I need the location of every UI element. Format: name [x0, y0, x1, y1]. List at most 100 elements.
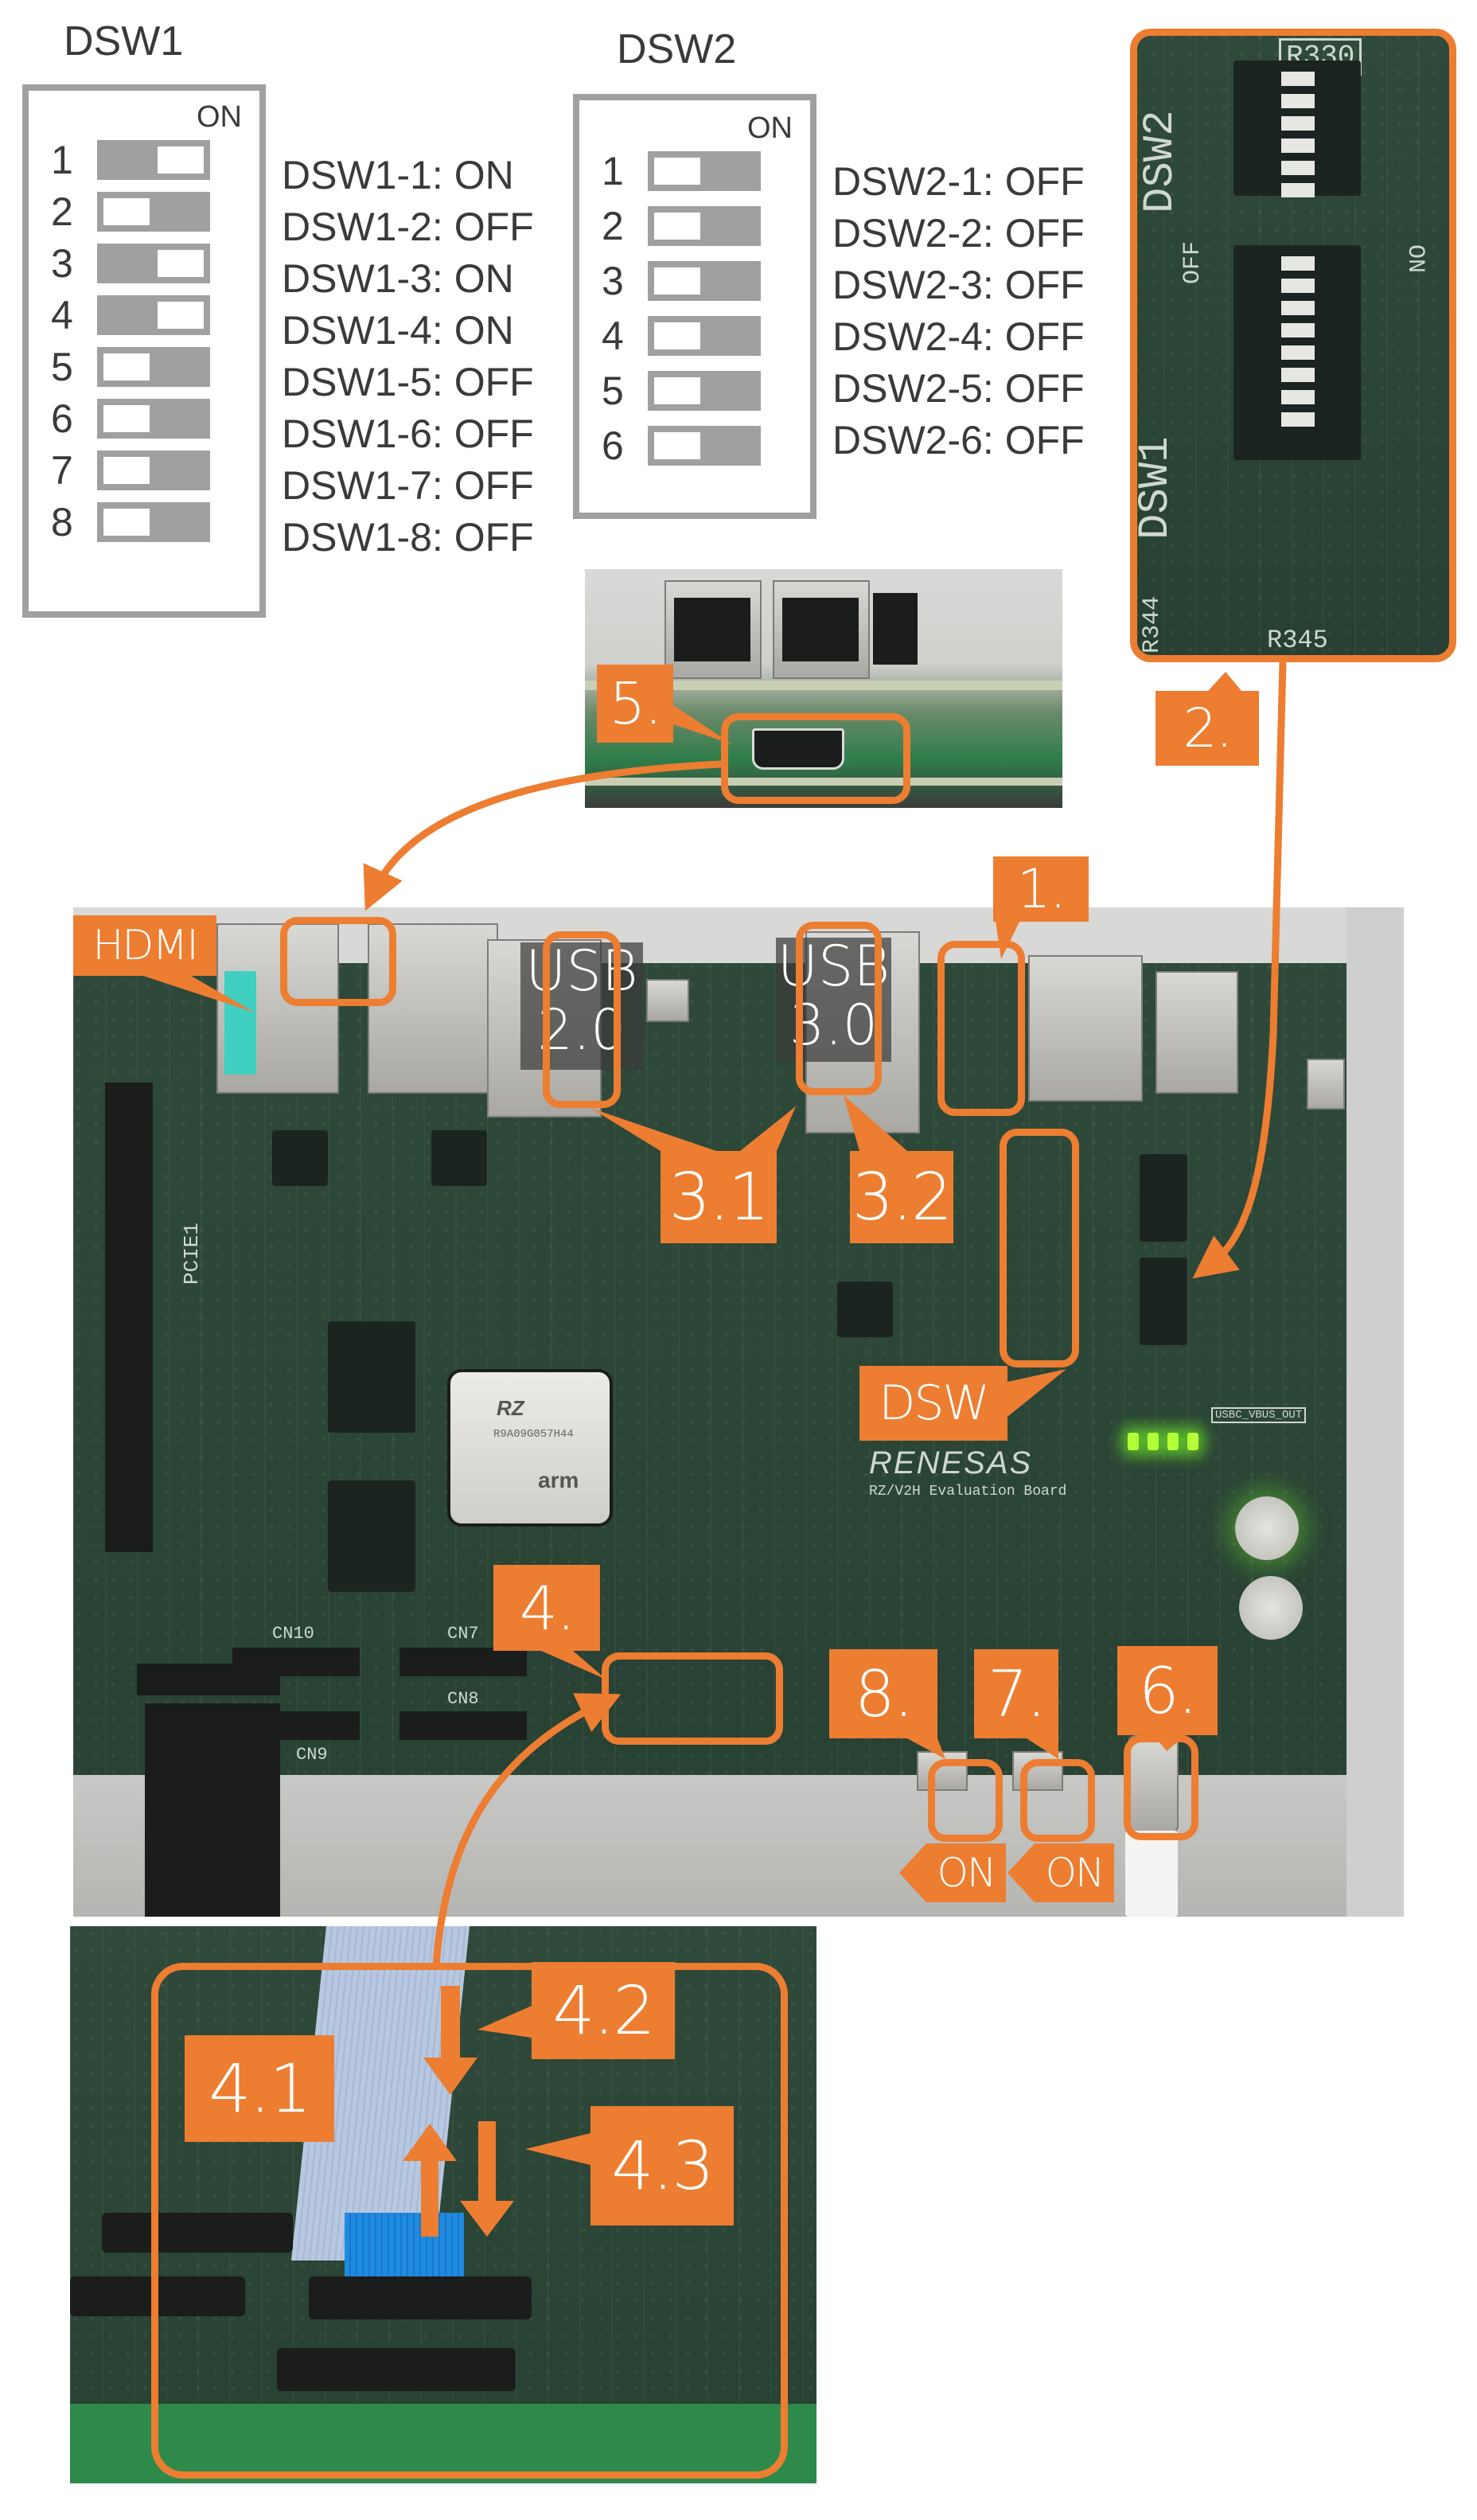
sd-slot-1 [1028, 955, 1143, 1102]
photo-dip-key [1281, 390, 1315, 404]
dsw1-on-label: ON [197, 100, 242, 134]
dsw1-switch-number: 1 [51, 138, 73, 182]
memory-chip-1 [328, 1321, 415, 1433]
silk-pcie: PCIE1 [180, 1222, 205, 1285]
dsw-board-frame [1000, 1129, 1079, 1367]
dsw1-state-label: DSW1-5: OFF [282, 360, 534, 404]
main-board-photo: PCIE1 RZ R9A09G057H44 arm RENESAS RZ/V2H… [73, 907, 1404, 1917]
dsw2-switch-body [648, 261, 761, 301]
photo-dip-key [1281, 323, 1315, 337]
dsw2-switch-number: 6 [602, 423, 624, 468]
capacitor-2 [1239, 1576, 1303, 1640]
usbc-cable [1125, 1831, 1178, 1917]
callout-2-dip-switches[interactable]: 2. [1155, 691, 1259, 766]
dsw1-switch-knob-off [103, 353, 150, 380]
callout-hdmi[interactable]: HDMI [73, 915, 216, 976]
photo-dip-key [1281, 256, 1315, 271]
dsw2-switch-body [648, 316, 761, 356]
dsw2-switch-body [648, 151, 761, 191]
callout-on-sw2[interactable]: ON [1035, 1843, 1114, 1902]
callout-4-1[interactable]: 4.1 [185, 2035, 334, 2142]
pcb-edge [585, 681, 1062, 690]
soc-part: R9A09G057H44 [493, 1428, 574, 1441]
ffc-cable-black [145, 1703, 280, 1917]
dsw1-switch-body [97, 502, 210, 542]
dsw1-switch-number: 7 [51, 448, 73, 493]
callout-1-sd-slot[interactable]: 1. [993, 856, 1089, 922]
phy-chip-1 [272, 1130, 328, 1186]
dsw2-switch-6: 6 [579, 426, 810, 466]
callout-dsw[interactable]: DSW [859, 1366, 1007, 1441]
micro-usb-cn12 [1307, 1059, 1345, 1110]
dsw1-switch-knob-on [158, 302, 204, 329]
photo-dip-key [1281, 279, 1315, 293]
dsw1-state-label: DSW1-2: OFF [282, 205, 534, 249]
dsw2-switch-knob-off [654, 213, 700, 240]
memory-chip-2 [328, 1480, 415, 1592]
dsw1-switch-number: 2 [51, 189, 73, 234]
ribbon-blue-end [345, 2213, 464, 2284]
callout-4-3[interactable]: 4.3 [590, 2106, 734, 2225]
silk-usbc-vbus: USBC_VBUS_OUT [1211, 1407, 1307, 1423]
phy-chip-2 [431, 1130, 487, 1186]
dsw1-state-label: DSW1-4: ON [282, 308, 514, 353]
hdmi-port-frame [721, 713, 910, 804]
dsw2-switch-body [648, 371, 761, 411]
board-dsw2 [1140, 1154, 1187, 1242]
photo-dip-key [1281, 368, 1315, 382]
usb20-frame [543, 931, 621, 1108]
callout-on-sw3[interactable]: ON [926, 1843, 1006, 1902]
ethernet-port-right [773, 580, 870, 679]
usbc-frame [1124, 1735, 1198, 1840]
usb30-badge-line2: 3.0 [789, 992, 879, 1058]
dsw2-switch-4: 4 [579, 316, 810, 356]
dsw1-state-label: DSW1-3: ON [282, 256, 514, 301]
dsw2-switch-knob-off [654, 267, 700, 295]
callout-5-hdmi[interactable]: 5. [597, 665, 673, 743]
micro-usb-port [646, 979, 689, 1022]
dsw1-switch-number: 6 [51, 396, 73, 441]
dsw2-state-label: DSW2-1: OFF [832, 159, 1085, 204]
cn7-frame [602, 1652, 783, 1745]
dsw2-state-label: DSW2-3: OFF [832, 263, 1085, 307]
dsw2-switch-number: 4 [602, 314, 624, 358]
dsw1-switch-knob-off [103, 405, 150, 432]
dsw1-switch-7: 7 [29, 451, 259, 490]
capacitor-1 [1235, 1496, 1299, 1560]
dsw1-switch-body [97, 244, 210, 283]
pointer-2 [1208, 672, 1241, 691]
photo-dip-key [1281, 94, 1315, 108]
callout-4-display-connector[interactable]: 4. [493, 1565, 600, 1651]
soc-family: RZ [497, 1396, 524, 1420]
usb30-frame [796, 922, 882, 1095]
silk-cn10: CN10 [272, 1624, 314, 1644]
dsw1-title: DSW1 [64, 18, 184, 64]
callout-6-usbc[interactable]: 6. [1117, 1646, 1218, 1735]
sd-slot-2 [1155, 971, 1238, 1094]
dsw1-switch-4: 4 [29, 295, 259, 335]
callout-8-sw3[interactable]: 8. [829, 1649, 937, 1738]
dsw1-state-label: DSW1-8: OFF [282, 515, 534, 560]
ribbon-inset-frame [151, 1963, 788, 2479]
photo-dip-key [1281, 301, 1315, 315]
dsw2-switch-number: 1 [602, 149, 624, 193]
dsw1-switch-body [97, 347, 210, 387]
callout-3-2-usb30[interactable]: 3.2 [850, 1151, 953, 1243]
dsw1-switch-body [97, 192, 210, 232]
ethernet-port-left [664, 580, 762, 679]
dsw2-switch-knob-off [654, 158, 700, 185]
photo-dip-key [1281, 72, 1315, 86]
dsw1-switch-body [97, 295, 210, 335]
led-4 [1187, 1433, 1198, 1450]
dsw1-switch-number: 8 [51, 500, 73, 544]
dsw2-switch-body [648, 206, 761, 246]
dsw1-state-label: DSW1-7: OFF [282, 463, 534, 508]
hdmi-frame [280, 917, 396, 1006]
callout-3-1-usb20[interactable]: 3.1 [661, 1151, 777, 1243]
callout-4-2[interactable]: 4.2 [532, 1962, 675, 2059]
ffc-connector-target [309, 2276, 532, 2319]
callout-7-sw2[interactable]: 7. [974, 1649, 1058, 1738]
sd-slot-frame [937, 941, 1025, 1116]
dsw1-switch-3: 3 [29, 244, 259, 283]
